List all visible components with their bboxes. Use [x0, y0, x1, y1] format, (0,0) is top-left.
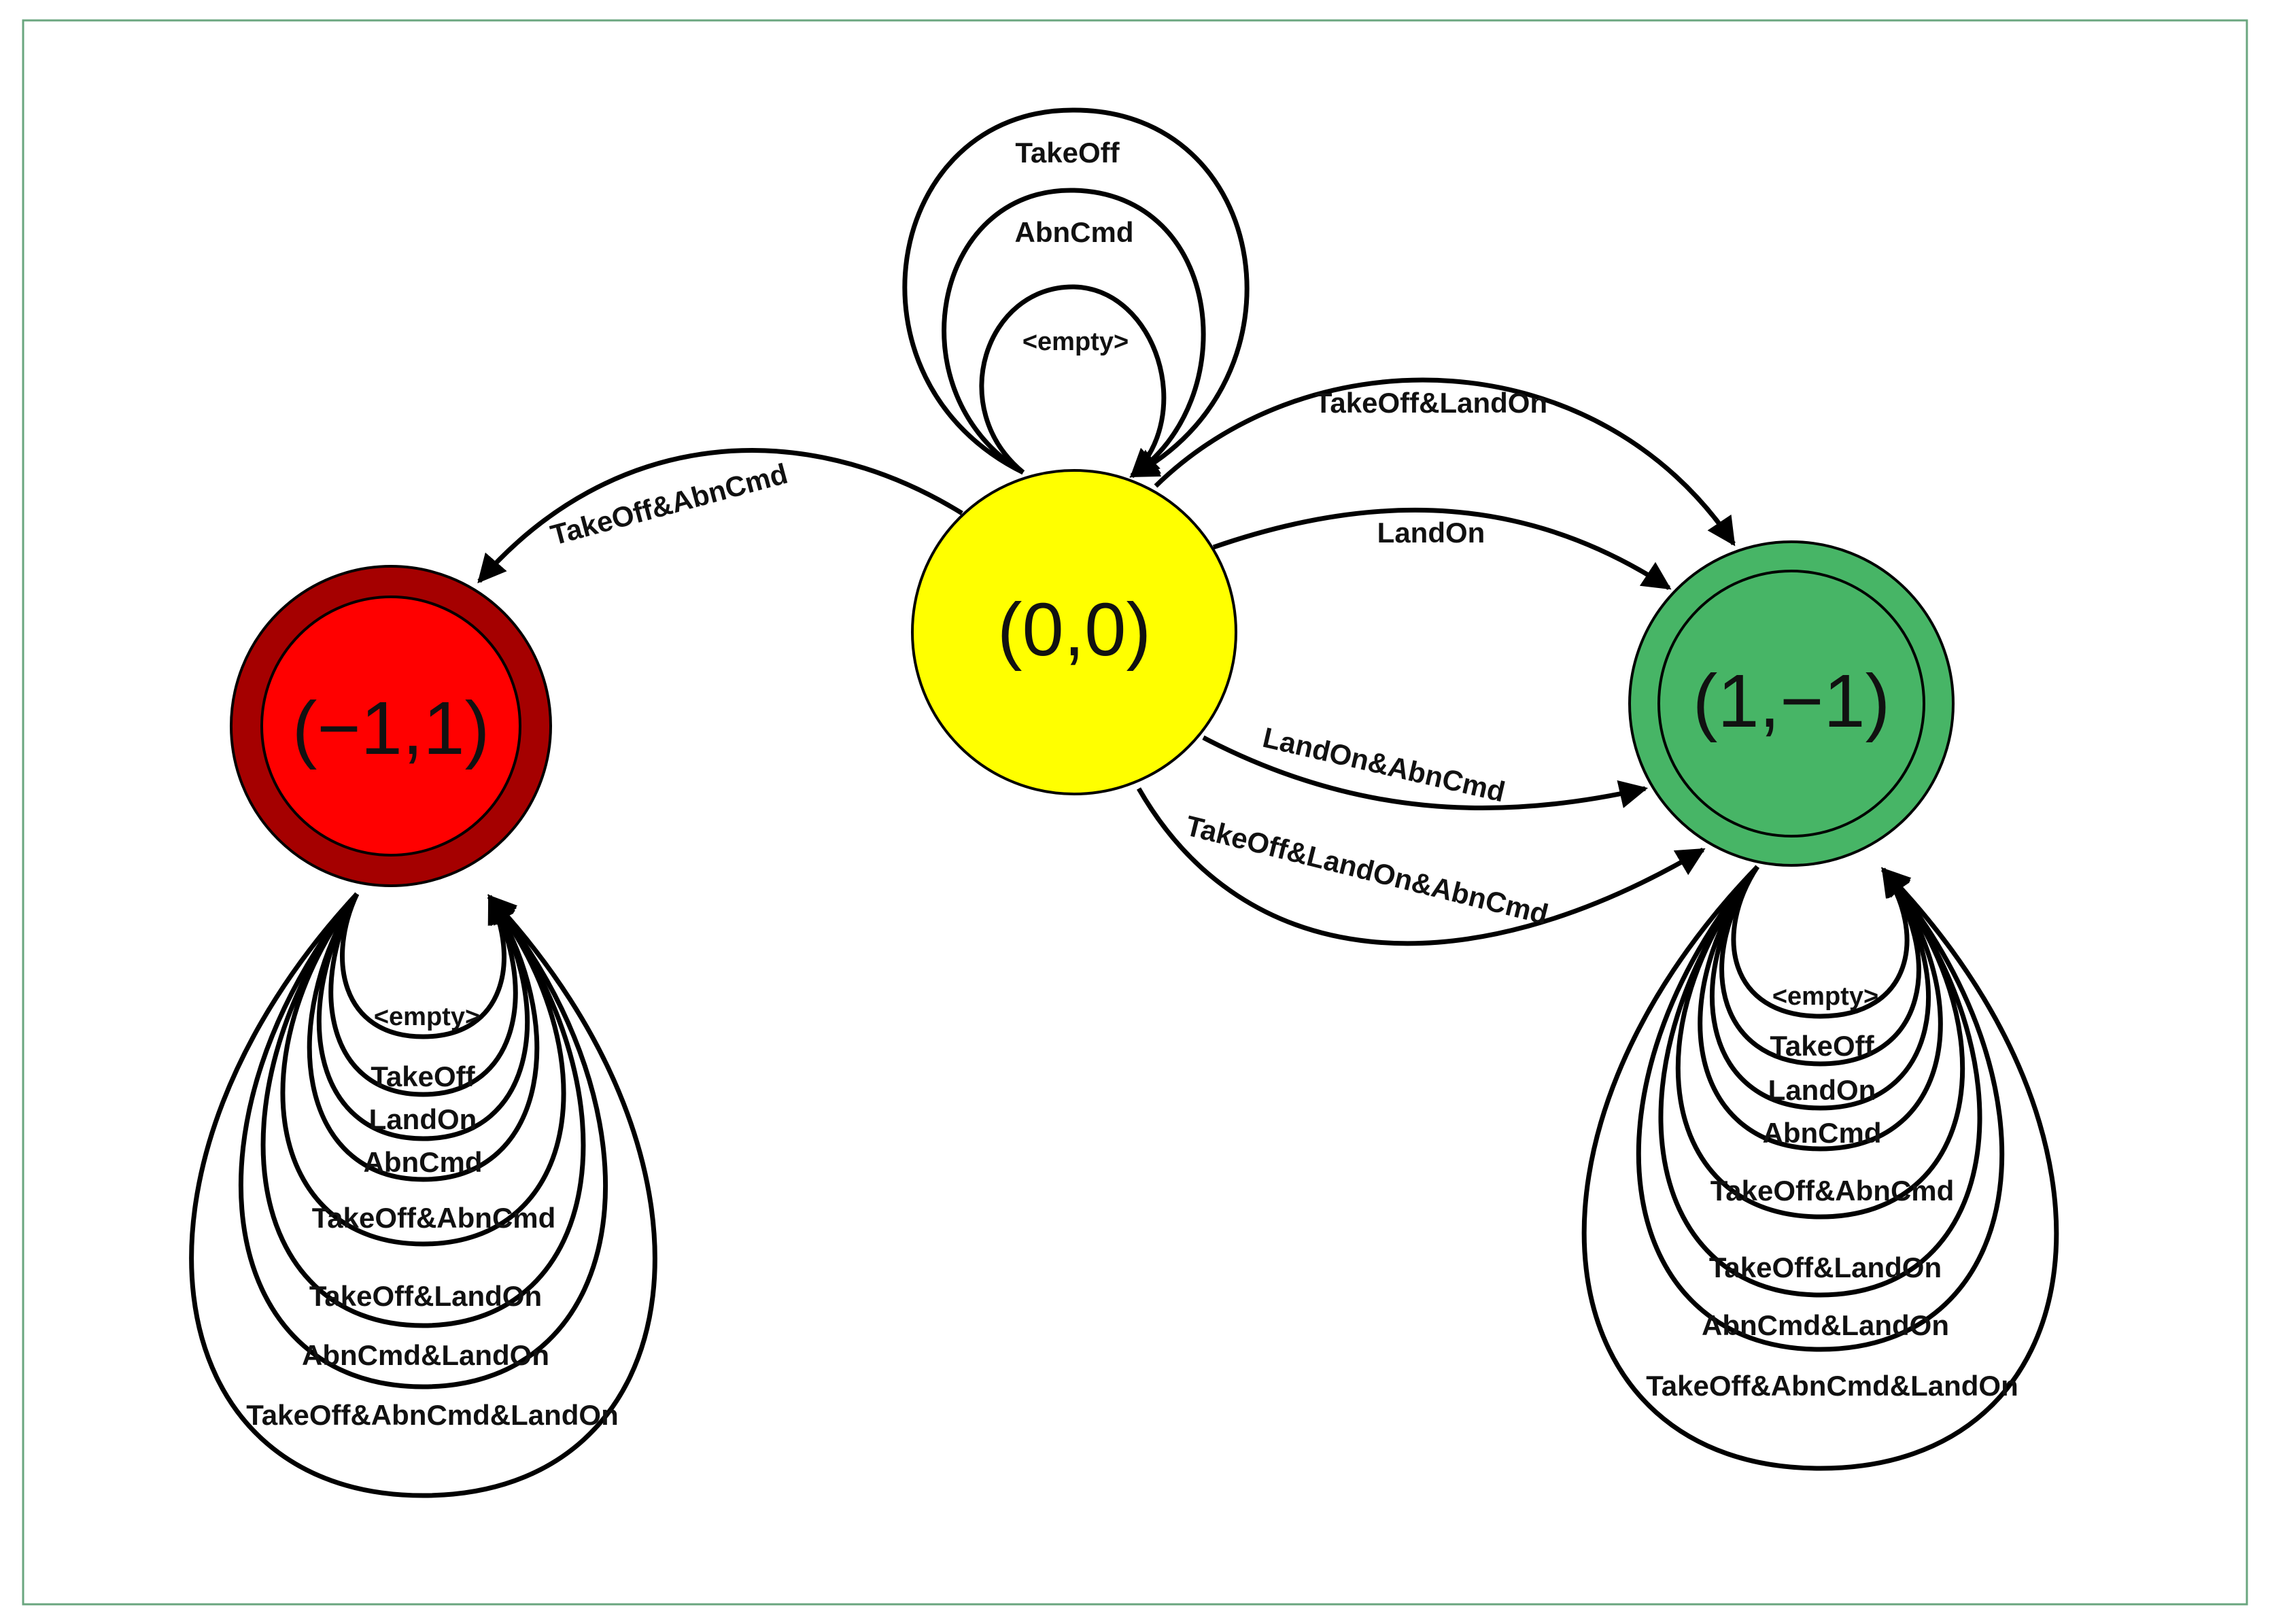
right-loop-2	[1710, 865, 1931, 1111]
left-loop-label-3: AbnCmd	[364, 1146, 483, 1178]
right-loop-label-1: TakeOff	[1770, 1030, 1874, 1062]
right-loop-0	[1731, 865, 1910, 1019]
left-loop-0	[340, 893, 514, 1039]
left-loop-label-7: TakeOff&AbnCmd&LandOn	[246, 1399, 619, 1431]
right-loop-label-4: TakeOff&AbnCmd	[1710, 1175, 1955, 1207]
center-loop-label-1: AbnCmd	[1015, 216, 1134, 248]
right-loop-3	[1698, 865, 1943, 1152]
center-loop-label-2: <empty>	[1022, 328, 1129, 356]
left-loop-label-6: AbnCmd&LandOn	[302, 1339, 549, 1371]
label-to-right-landon: LandOn	[1377, 517, 1485, 549]
left-loop-label-2: LandOn	[369, 1103, 477, 1135]
right-self-loop-labels: <empty> TakeOff LandOn AbnCmd TakeOff&Ab…	[1646, 982, 2018, 1402]
right-loop-5	[1658, 865, 1982, 1298]
right-loop-4	[1675, 865, 1965, 1220]
state-center-circle	[911, 469, 1237, 795]
state-left-inner	[260, 595, 521, 857]
edge-to-right-all	[1136, 787, 1706, 946]
left-loop-2	[316, 893, 530, 1141]
left-loop-5	[260, 892, 586, 1328]
right-loop-6	[1636, 865, 2005, 1352]
right-loop-label-2: LandOn	[1768, 1074, 1876, 1106]
left-loop-6	[238, 892, 608, 1389]
edge-to-right-landon-abncmd	[1202, 735, 1649, 811]
center-loop-abncmd	[942, 188, 1206, 478]
left-loop-4	[280, 892, 566, 1247]
left-self-loop-labels: <empty> TakeOff LandOn AbnCmd TakeOff&Ab…	[246, 1003, 619, 1431]
center-loop-takeoff	[902, 107, 1250, 479]
label-to-right-all: TakeOff&LandOn&AbnCmd	[1182, 810, 1551, 931]
left-loop-label-0: <empty>	[374, 1003, 480, 1031]
right-loop-label-3: AbnCmd	[1763, 1117, 1882, 1149]
left-loop-1	[328, 893, 518, 1097]
state-left: (−1,1)	[230, 565, 552, 887]
edge-to-right-top	[1154, 377, 1736, 547]
right-loop-label-0: <empty>	[1772, 982, 1878, 1011]
left-loop-label-5: TakeOff&LandOn	[309, 1280, 542, 1312]
center-loop-empty	[979, 284, 1167, 478]
left-loop-label-4: TakeOff&AbnCmd	[312, 1202, 556, 1234]
state-left-label: (−1,1)	[292, 687, 489, 770]
right-loop-7	[1581, 865, 2059, 1471]
right-loop-1	[1719, 865, 1921, 1067]
state-center: (0,0)	[911, 469, 1237, 795]
label-to-left: TakeOff&AbnCmd	[547, 457, 791, 551]
state-right-label: (1,−1)	[1693, 659, 1890, 743]
state-right-inner	[1657, 570, 1925, 837]
center-loop-label-0: TakeOff	[1015, 137, 1120, 169]
right-loop-label-6: AbnCmd&LandOn	[1702, 1309, 1949, 1341]
transitions	[477, 377, 1736, 946]
center-self-loops	[902, 107, 1250, 479]
right-loop-label-5: TakeOff&LandOn	[1709, 1251, 1942, 1283]
frame-border	[22, 19, 2248, 1606]
left-loop-7	[189, 892, 657, 1498]
label-to-right-landon-abncmd: LandOn&AbnCmd	[1260, 721, 1508, 808]
center-self-loop-labels: TakeOff AbnCmd <empty>	[1015, 137, 1134, 356]
state-center-label: (0,0)	[997, 588, 1151, 672]
left-loop-label-1: TakeOff	[371, 1060, 475, 1092]
state-right: (1,−1)	[1628, 540, 1955, 867]
edge-to-left	[477, 448, 963, 584]
right-self-loops	[1581, 865, 2059, 1471]
left-loop-3	[307, 893, 540, 1182]
left-self-loops	[189, 892, 657, 1498]
right-loop-label-7: TakeOff&AbnCmd&LandOn	[1646, 1370, 2018, 1402]
label-to-right-top: TakeOff&LandOn	[1315, 387, 1547, 419]
edge-to-right-landon	[1212, 507, 1672, 590]
